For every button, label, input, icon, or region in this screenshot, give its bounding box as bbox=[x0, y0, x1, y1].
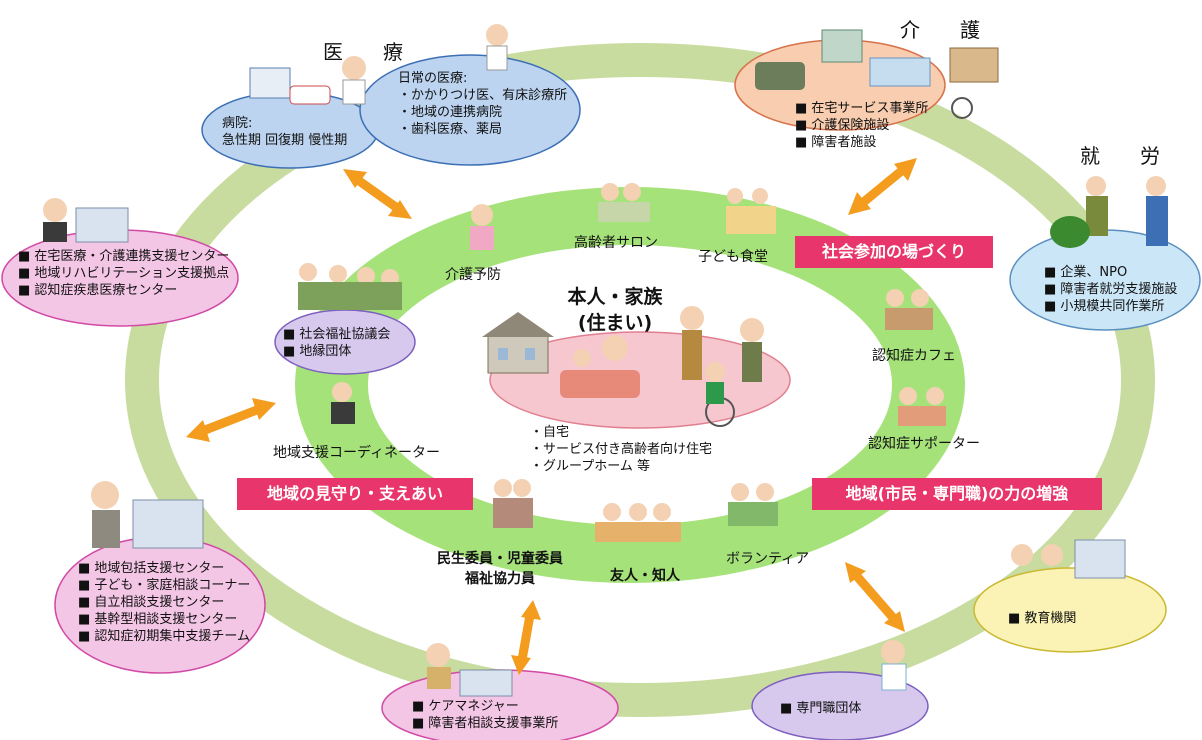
home-medical-item-1: 在宅医療・介護連携支援センター bbox=[18, 248, 229, 265]
family-icon bbox=[560, 306, 764, 427]
kids-cafeteria-label: 子ども食堂 bbox=[698, 249, 768, 265]
work-list: 企業、NPO 障害者就労支援施設 小規模共同作業所 bbox=[1044, 264, 1177, 315]
care-manager-item-2: 障害者相談支援事業所 bbox=[412, 715, 558, 732]
welfare-line-2: 福祉協力員 bbox=[465, 571, 535, 587]
arrow-medical bbox=[343, 169, 412, 219]
center-title-line-2: (住まい) bbox=[577, 312, 653, 334]
consultant-icon bbox=[91, 481, 204, 549]
home-medical-list: 在宅医療・介護連携支援センター 地域リハビリテーション支援拠点 認知症疾患医療セ… bbox=[18, 248, 229, 299]
education-item-1: 教育機関 bbox=[1008, 610, 1076, 627]
care-item-1: 在宅サービス事業所 bbox=[795, 100, 928, 117]
professional-list: 専門職団体 bbox=[780, 700, 861, 717]
arrow-care bbox=[848, 158, 917, 215]
home-medical-item-2: 地域リハビリテーション支援拠点 bbox=[18, 265, 229, 282]
housing-item-3: グループホーム 等 bbox=[530, 458, 712, 475]
work-item-3: 小規模共同作業所 bbox=[1044, 298, 1177, 315]
education-list: 教育機関 bbox=[1008, 610, 1076, 627]
hospital-line-1: 病院: bbox=[222, 116, 253, 131]
daily-medical-block: 日常の医療: かかりつけ医、有床診療所 地域の連携病院 歯科医療、薬局 bbox=[398, 70, 567, 138]
daily-medical-item-3: 歯科医療、薬局 bbox=[398, 121, 567, 138]
consult-item-5: 認知症初期集中支援チーム bbox=[78, 628, 250, 645]
work-item-2: 障害者就労支援施設 bbox=[1044, 281, 1177, 298]
welfare-line-1: 民生委員・児童委員 bbox=[437, 551, 563, 567]
professional-item-1: 専門職団体 bbox=[780, 700, 861, 717]
students-school-icon bbox=[1011, 539, 1126, 579]
participation-banner: 社会参加の場づくり bbox=[795, 236, 993, 268]
strength-banner: 地域(市民・専門職)の力の増強 bbox=[812, 478, 1102, 510]
dementia-cafe-label: 認知症カフェ bbox=[872, 348, 956, 364]
consult-item-4: 基幹型相談支援センター bbox=[78, 611, 250, 628]
arrow-bottom bbox=[511, 600, 541, 675]
consult-item-1: 地域包括支援センター bbox=[78, 560, 250, 577]
care-manager-icon bbox=[426, 643, 513, 697]
nurse-icon bbox=[881, 640, 907, 691]
council-item-1: 社会福祉協議会 bbox=[283, 326, 390, 343]
consult-list: 地域包括支援センター 子ども・家庭相談コーナー 自立相談支援センター 基幹型相談… bbox=[78, 560, 250, 645]
housing-item-1: 自宅 bbox=[530, 424, 712, 441]
staff-office-icon bbox=[43, 198, 129, 243]
work-title: 就 労 bbox=[1080, 144, 1170, 168]
consult-item-3: 自立相談支援センター bbox=[78, 594, 250, 611]
hospital-label: 病院: 急性期 回復期 慢性期 bbox=[222, 115, 347, 149]
coordinator-label: 地域支援コーディネーター bbox=[273, 445, 441, 461]
housing-item-2: サービス付き高齢者向け住宅 bbox=[530, 441, 712, 458]
inner-people-icons bbox=[331, 183, 946, 542]
dementia-supporter-label: 認知症サポーター bbox=[868, 436, 980, 452]
daily-medical-item-2: 地域の連携病院 bbox=[398, 104, 567, 121]
salon-label: 高齢者サロン bbox=[574, 235, 658, 251]
consult-item-2: 子ども・家庭相談コーナー bbox=[78, 577, 250, 594]
care-manager-item-1: ケアマネジャー bbox=[412, 698, 558, 715]
arrow-professional bbox=[845, 562, 905, 632]
prevention-label: 介護予防 bbox=[445, 267, 501, 283]
building-icon bbox=[482, 312, 554, 374]
care-title: 介 護 bbox=[900, 18, 990, 42]
watch-banner: 地域の見守り・支えあい bbox=[237, 478, 473, 510]
home-medical-item-3: 認知症疾患医療センター bbox=[18, 282, 229, 299]
friends-label: 友人・知人 bbox=[610, 568, 680, 584]
care-manager-list: ケアマネジャー 障害者相談支援事業所 bbox=[412, 698, 558, 732]
welfare-label: 民生委員・児童委員 福祉協力員 bbox=[420, 548, 580, 588]
outer-ring bbox=[125, 43, 1155, 717]
elderly-group-icon bbox=[298, 263, 402, 310]
arrow-left bbox=[186, 398, 276, 442]
center-title-line-1: 本人・家族 bbox=[567, 286, 663, 308]
daily-medical-item-1: かかりつけ医、有床診療所 bbox=[398, 87, 567, 104]
volunteer-label: ボランティア bbox=[726, 551, 810, 567]
care-facility-icon bbox=[755, 29, 999, 119]
hospital-line-2: 急性期 回復期 慢性期 bbox=[222, 133, 348, 148]
housing-list: 自宅 サービス付き高齢者向け住宅 グループホーム 等 bbox=[530, 424, 712, 475]
council-item-2: 地縁団体 bbox=[283, 343, 390, 360]
center-title: 本人・家族 (住まい) bbox=[555, 284, 675, 336]
hospital-building-icon bbox=[249, 24, 508, 105]
council-list: 社会福祉協議会 地縁団体 bbox=[283, 326, 390, 360]
work-item-1: 企業、NPO bbox=[1044, 264, 1177, 281]
care-item-2: 介護保険施設 bbox=[795, 117, 928, 134]
daily-medical-title: 日常の医療: bbox=[398, 71, 468, 86]
care-item-3: 障害者施設 bbox=[795, 134, 928, 151]
medical-title: 医 療 bbox=[323, 40, 413, 64]
worker-icon bbox=[1050, 176, 1168, 248]
care-list: 在宅サービス事業所 介護保険施設 障害者施設 bbox=[795, 100, 928, 151]
